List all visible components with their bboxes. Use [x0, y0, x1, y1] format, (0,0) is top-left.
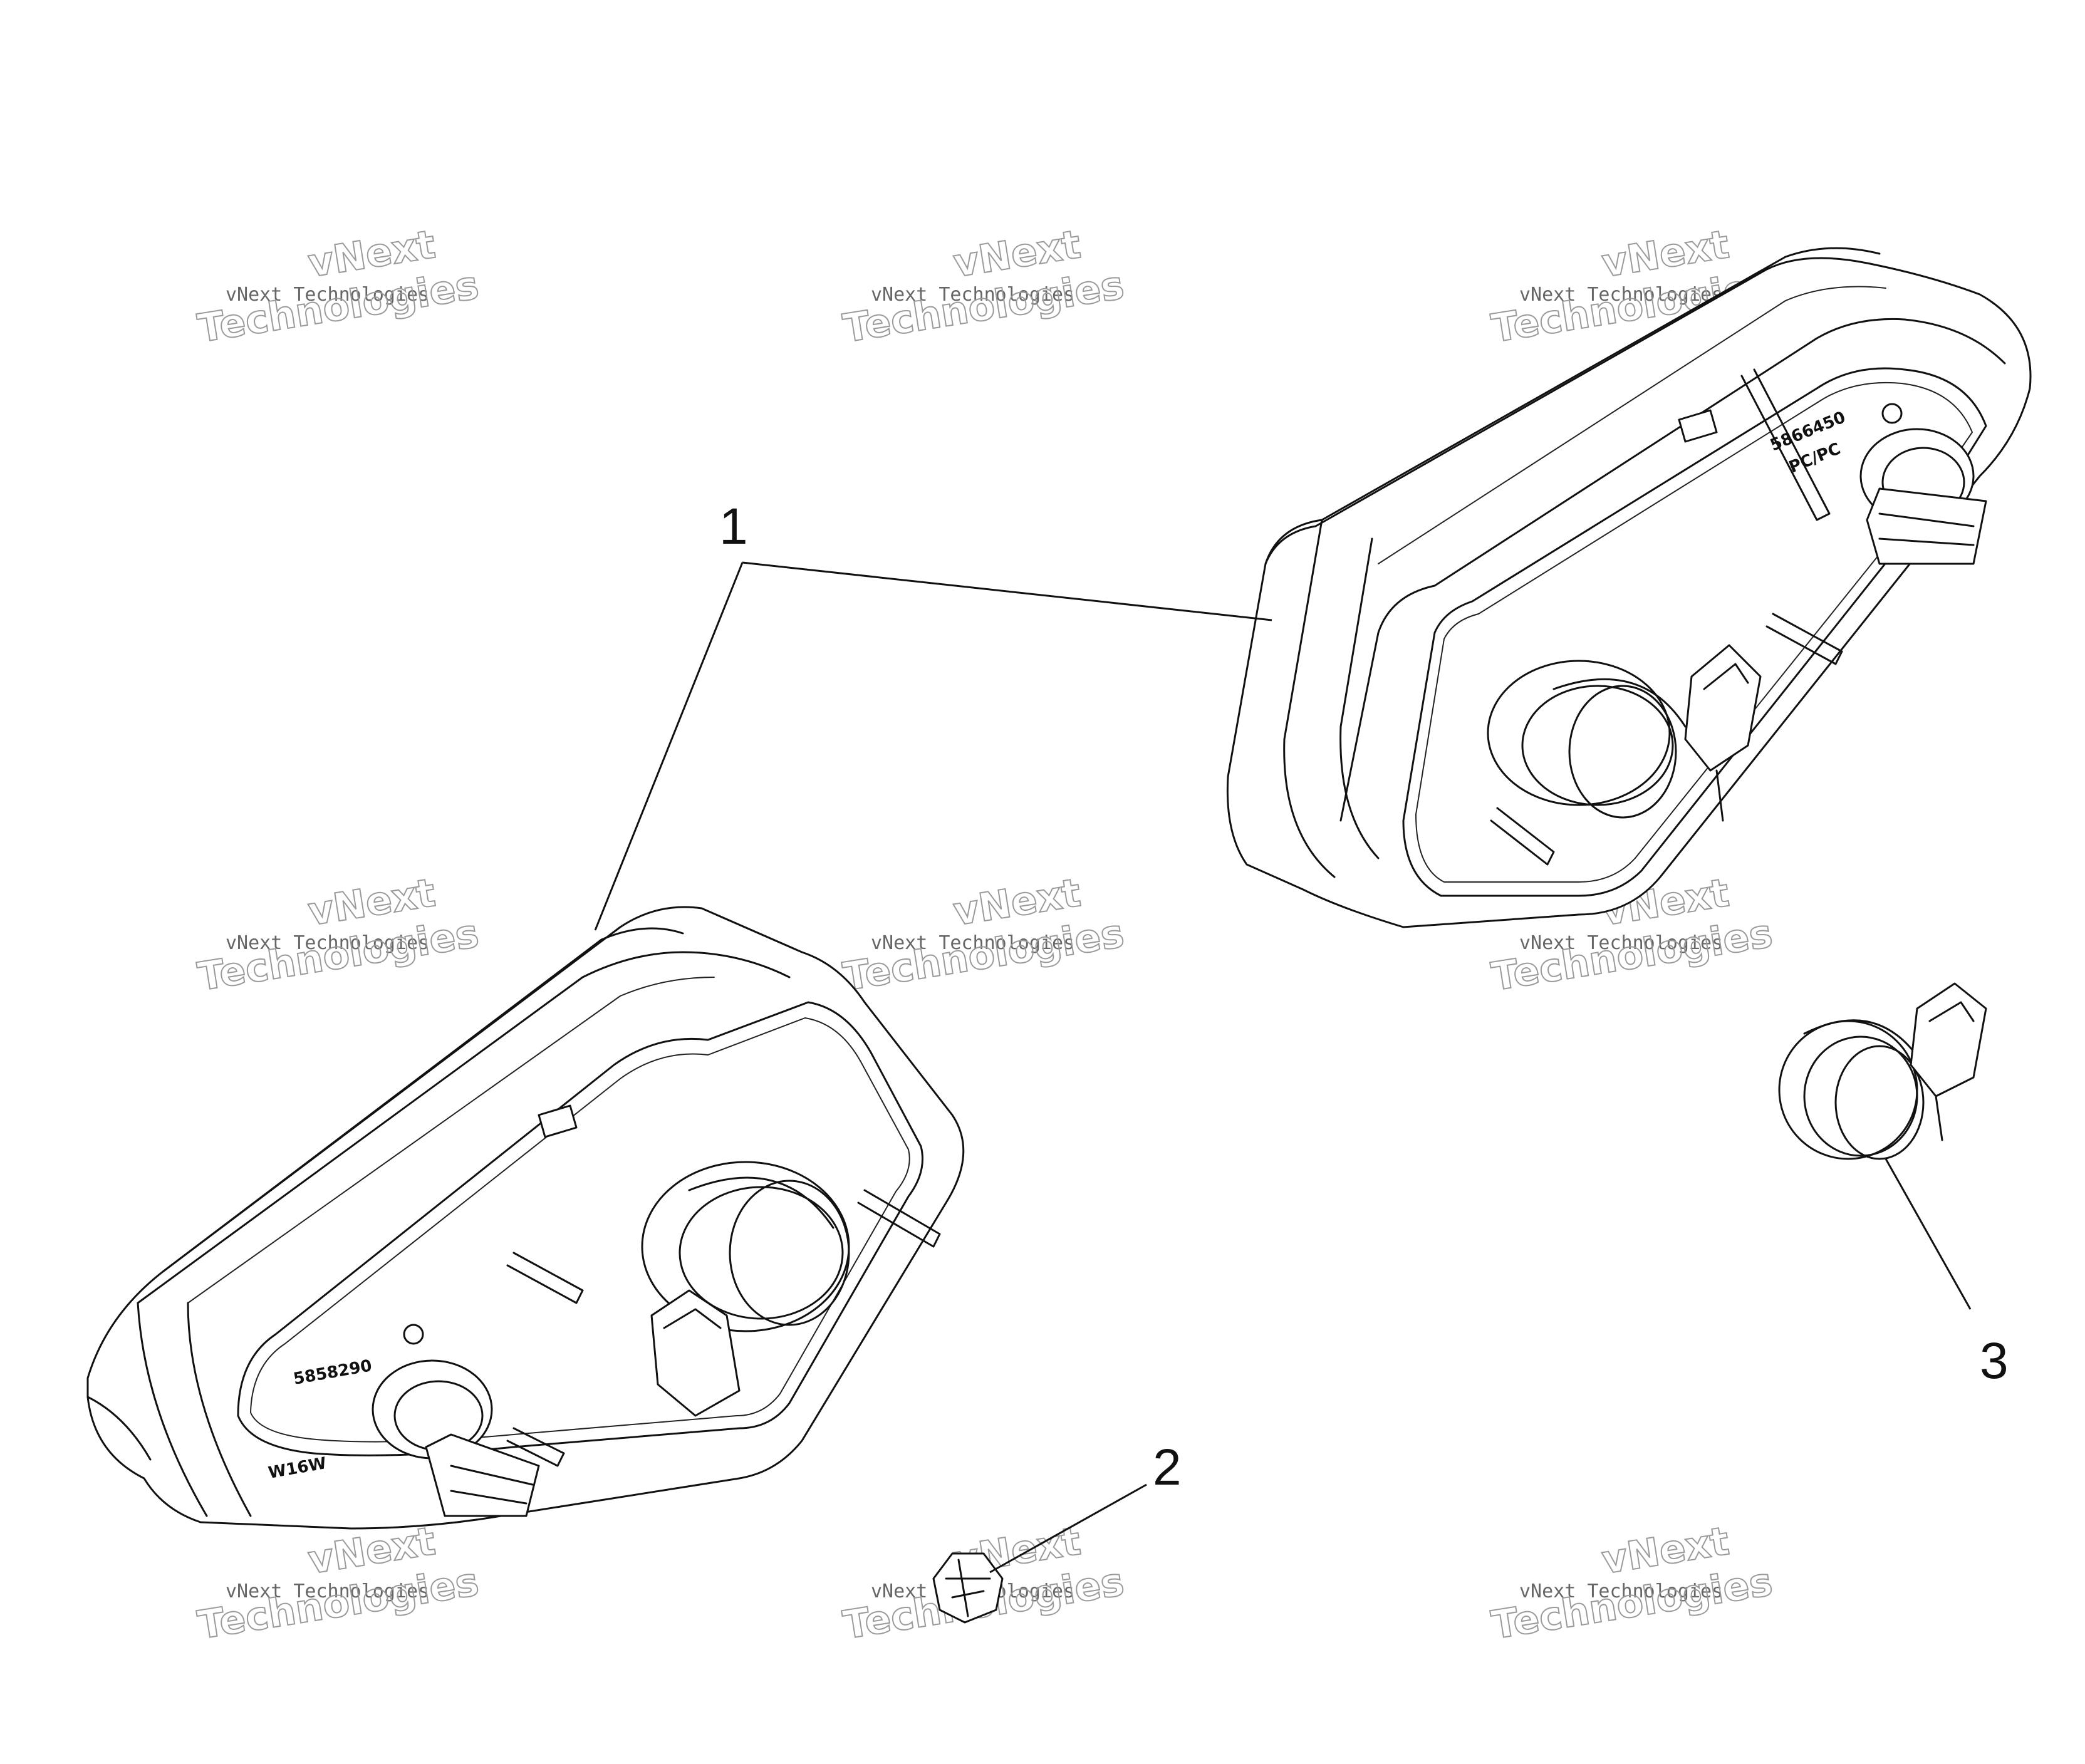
leader-1-right	[742, 561, 1272, 621]
leader-lines	[594, 561, 1972, 1574]
right-tail-lamp-assembly: 5866450 PC/PC	[1226, 247, 2032, 928]
callout-3: 3	[1980, 1332, 2009, 1389]
watermark-line2: vNext Technologies	[871, 284, 1074, 306]
leader-1-left	[594, 562, 744, 931]
watermark-line2: vNext Technologies	[1519, 284, 1723, 306]
watermark-line2: vNext Technologies	[1519, 932, 1723, 954]
part-3-bulb-socket	[1778, 982, 1987, 1160]
watermark-line2: vNext Technologies	[226, 1580, 429, 1602]
callout-2: 2	[1153, 1439, 1182, 1496]
callout-1: 1	[719, 498, 748, 555]
left-tail-lamp-assembly: 5858290 W16W	[86, 906, 965, 1530]
watermark-line2: vNext Technologies	[226, 284, 429, 306]
watermark-line2: vNext Technologies	[226, 932, 429, 954]
part-2-clip-nut	[932, 1552, 1004, 1624]
leader-2	[989, 1483, 1147, 1574]
watermark-line2: vNext Technologies	[871, 932, 1074, 954]
leader-3	[1885, 1158, 1972, 1310]
callout-labels: 1 2 3	[719, 498, 2009, 1496]
watermark-line2: vNext Technologies	[1519, 1580, 1723, 1602]
